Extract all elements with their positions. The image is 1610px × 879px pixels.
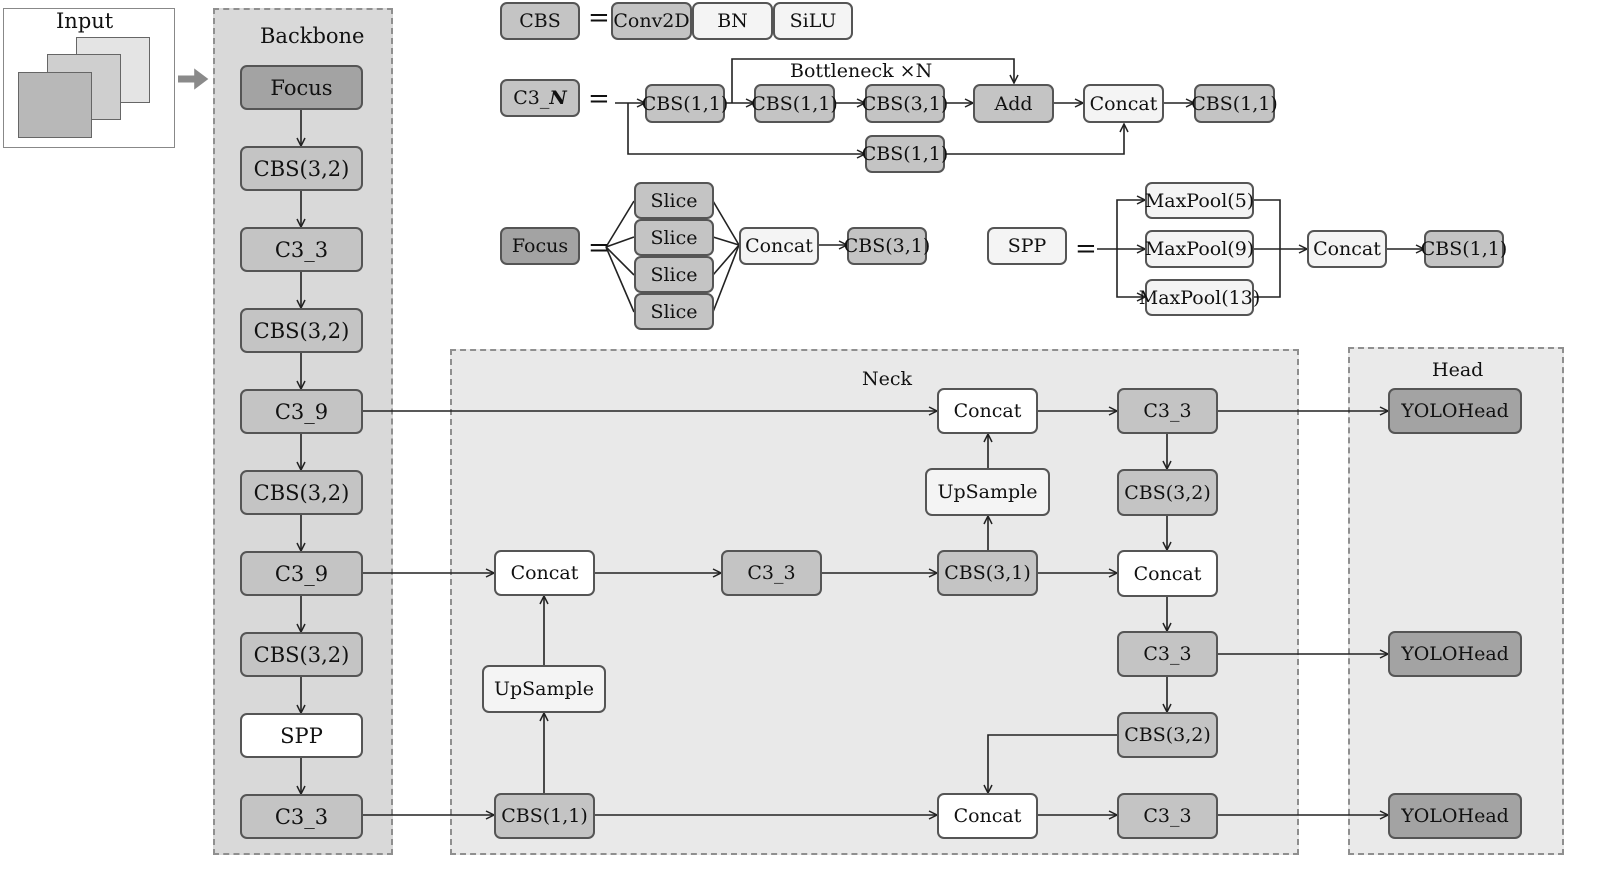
legend-c3n-cbs31: CBS(3,1) — [862, 84, 948, 123]
neck-c3-3-bottom: C3_3 — [1117, 793, 1218, 839]
backbone-c3-9-2: C3_9 — [240, 551, 363, 596]
head-yolohead-2: YOLOHead — [1388, 631, 1522, 677]
neck-cbs11-bottom: CBS(1,1) — [494, 793, 595, 839]
neck-upsample-left: UpSample — [482, 665, 606, 713]
backbone-cbs32-1: CBS(3,2) — [240, 146, 363, 191]
legend-spp-equals: = — [1075, 234, 1097, 264]
backbone-cbs32-2: CBS(3,2) — [240, 308, 363, 353]
legend-cbs-conv2d: Conv2D — [611, 2, 692, 40]
legend-focus-block: Focus — [500, 227, 580, 265]
legend-focus-slice-3: Slice — [634, 256, 714, 293]
legend-focus-equals: = — [588, 233, 610, 263]
legend-spp-cbs11: CBS(1,1) — [1421, 230, 1507, 268]
neck-concat-mid-left: Concat — [494, 550, 595, 596]
legend-c3n-cbs11-b: CBS(1,1) — [751, 84, 838, 123]
legend-c3n-concat: Concat — [1083, 84, 1164, 123]
neck-c3-3-row3: C3_3 — [1117, 631, 1218, 677]
legend-spp-maxpool13: MaxPool(13) — [1139, 279, 1260, 316]
legend-spp-concat: Concat — [1307, 230, 1387, 268]
legend-c3n-equals: = — [588, 84, 610, 114]
legend-spp-block: SPP — [987, 227, 1067, 265]
legend-cbs-silu: SiLU — [773, 2, 853, 40]
neck-concat-mid-right: Concat — [1117, 550, 1218, 597]
backbone-c3-9-1: C3_9 — [240, 389, 363, 434]
neck-c3-3-top: C3_3 — [1117, 388, 1218, 434]
legend-c3n-cbs11-out: CBS(1,1) — [1191, 84, 1278, 123]
legend-focus-slice-1: Slice — [634, 182, 714, 219]
legend-cbs-block: CBS — [500, 2, 580, 40]
legend-spp-maxpool9: MaxPool(9) — [1145, 230, 1254, 268]
neck-cbs31-mid: CBS(3,1) — [937, 550, 1038, 596]
neck-upsample-top: UpSample — [925, 468, 1050, 516]
legend-c3n-add: Add — [973, 84, 1054, 123]
legend-focus-concat: Concat — [739, 227, 819, 265]
input-title: Input — [56, 9, 114, 33]
legend-cbs-equals: = — [588, 3, 610, 33]
neck-concat-top: Concat — [937, 388, 1038, 434]
neck-cbs32-right-1: CBS(3,2) — [1117, 469, 1218, 516]
backbone-cbs32-3: CBS(3,2) — [240, 470, 363, 515]
neck-cbs32-right-2: CBS(3,2) — [1117, 712, 1218, 758]
input-panel: Input — [3, 8, 175, 148]
legend-c3n-prefix: C3_ — [513, 87, 550, 109]
legend-c3n-cbs11-skip: CBS(1,1) — [862, 135, 948, 173]
legend-c3n-suffix: N — [549, 87, 567, 109]
legend-focus-slice-4: Slice — [634, 293, 714, 330]
head-yolohead-3: YOLOHead — [1388, 793, 1522, 839]
backbone-c3-3-2: C3_3 — [240, 794, 363, 839]
legend-focus-slice-2: Slice — [634, 219, 714, 256]
legend-cbs-bn: BN — [692, 2, 773, 40]
head-title: Head — [1432, 359, 1484, 381]
legend-spp-maxpool5: MaxPool(5) — [1145, 182, 1254, 219]
neck-c3-3-mid: C3_3 — [721, 550, 822, 596]
neck-concat-bottom: Concat — [937, 793, 1038, 839]
backbone-focus: Focus — [240, 65, 363, 110]
backbone-title: Backbone — [260, 24, 365, 48]
neck-title: Neck — [862, 368, 913, 390]
legend-focus-cbs31: CBS(3,1) — [844, 227, 930, 265]
backbone-spp: SPP — [240, 713, 363, 758]
head-yolohead-1: YOLOHead — [1388, 388, 1522, 434]
backbone-cbs32-4: CBS(3,2) — [240, 632, 363, 677]
legend-c3n-cbs11-a: CBS(1,1) — [642, 84, 728, 123]
backbone-c3-3-1: C3_3 — [240, 227, 363, 272]
legend-bottleneck-label: Bottleneck ×N — [790, 60, 933, 82]
input-sheet-front — [18, 72, 92, 138]
legend-c3n-block: C3_N — [500, 79, 580, 117]
